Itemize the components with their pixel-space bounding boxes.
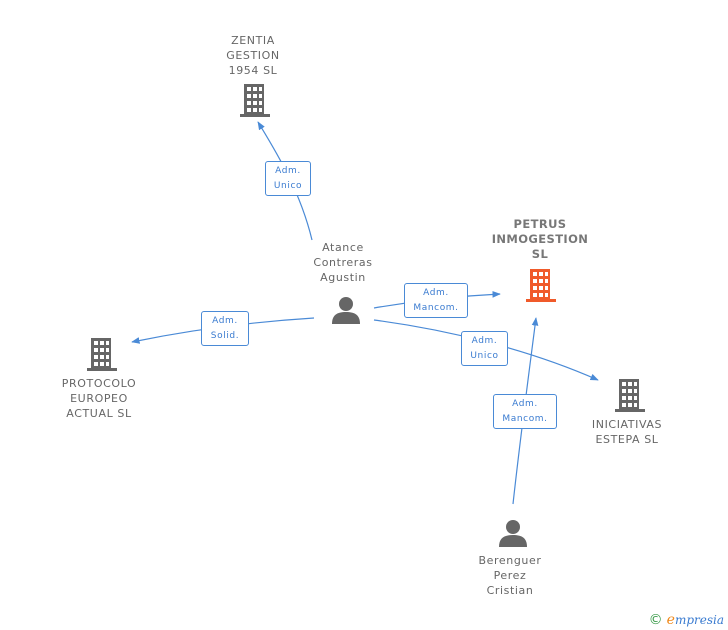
node-label-petrus[interactable]: PETRUS INMOGESTION SL <box>491 217 589 261</box>
building-focus-icon[interactable] <box>526 269 556 302</box>
edge-label-atance-zentia[interactable]: Adm. Unico <box>265 161 311 196</box>
empresia-logo: ©empresia <box>649 612 724 628</box>
person-icon[interactable] <box>499 520 527 547</box>
building-icon[interactable] <box>87 338 117 371</box>
node-label-protocolo[interactable]: PROTOCOLO EUROPEO ACTUAL SL <box>61 377 137 420</box>
brand-name: mpresia <box>674 613 724 627</box>
node-label-iniciativas[interactable]: INICIATIVAS ESTEPA SL <box>591 418 663 446</box>
node-label-berenguer[interactable]: Berenguer Perez Cristian <box>478 554 542 597</box>
person-icon[interactable] <box>332 297 360 324</box>
edge-label-atance-protocolo[interactable]: Adm. Solid. <box>201 311 249 346</box>
edge-label-berenguer-petrus[interactable]: Adm. Mancom. <box>493 394 557 429</box>
copyright-icon: © <box>648 612 663 628</box>
building-icon[interactable] <box>240 84 270 117</box>
node-label-atance[interactable]: Atance Contreras Agustin <box>313 241 373 284</box>
edge-label-atance-petrus[interactable]: Adm. Mancom. <box>404 283 468 318</box>
brand-e: e <box>666 612 675 628</box>
node-label-zentia[interactable]: ZENTIA GESTION 1954 SL <box>226 34 280 77</box>
building-icon[interactable] <box>615 379 645 412</box>
edge-label-atance-iniciativas[interactable]: Adm. Unico <box>461 331 508 366</box>
